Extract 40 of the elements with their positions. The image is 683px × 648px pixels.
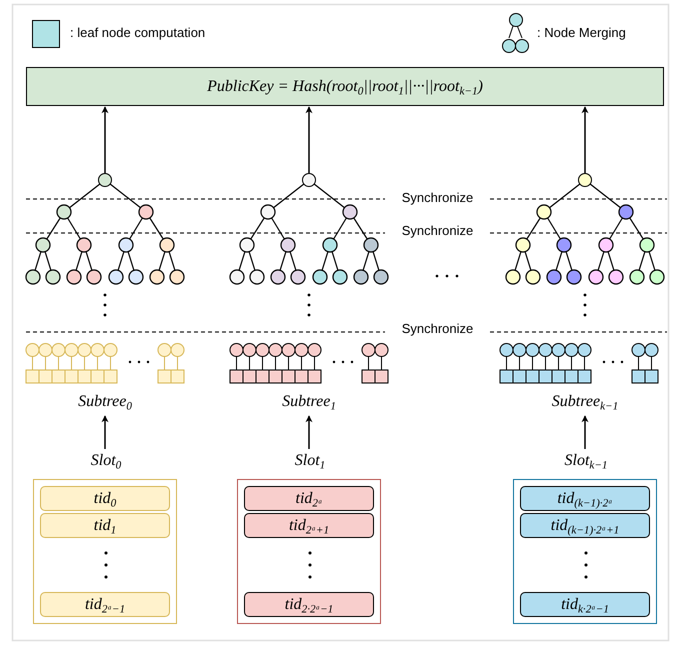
tid-text: tid$_{k·2ᵃ−1}$ (561, 596, 609, 614)
slot-heading: Slot$_{k−1}$ (564, 452, 608, 470)
arrow (306, 415, 312, 449)
slot-heading: Slot$_{0}$ (90, 452, 122, 470)
tid-entry (40, 592, 170, 617)
tid-entry (244, 486, 374, 511)
slot-heading: Slot$_{1}$ (294, 452, 326, 470)
tid-text: tid$_{2ᵃ−1}$ (84, 596, 126, 614)
sync-label: Synchronize (400, 223, 474, 238)
tid-text: tid$_{2·2ᵃ−1}$ (284, 596, 334, 614)
tid-entry (40, 513, 170, 538)
arrow (582, 415, 588, 449)
subtree-label: Subtree$_{0}$ (35, 393, 175, 415)
arrow (102, 415, 108, 449)
sync-label: Synchronize (400, 190, 474, 205)
subtree-label: Subtree$_{k−1}$ (515, 393, 655, 415)
subtree-label: Subtree$_{1}$ (239, 393, 379, 415)
sync-label: Synchronize (400, 321, 474, 336)
tree-root-node (98, 173, 112, 187)
tid-entry (520, 486, 650, 511)
tid-text: tid$_{1}$ (94, 516, 116, 534)
tid-text: tid$_{(k−1)·2ᵃ+1}$ (550, 516, 620, 534)
legend-text: : leaf node computation (70, 25, 206, 40)
tree-root-node (578, 173, 592, 187)
tid-text: tid$_{2ᵃ+1}$ (288, 516, 330, 534)
legend-text: : Node Merging (537, 25, 626, 40)
arrow (306, 106, 312, 173)
tid-text: tid$_{2ᵃ}$ (296, 490, 322, 508)
formula-box (26, 67, 664, 106)
arrow (582, 106, 588, 173)
tid-text: tid$_{(k−1)·2ᵃ}$ (557, 490, 613, 508)
formula-text: PublicKey = Hash(root$_{0}$||root$_{1}$||···||root$_{k−1}$) (207, 78, 483, 96)
tid-entry (520, 592, 650, 617)
tid-entry (244, 592, 374, 617)
tree-root-node (302, 173, 316, 187)
tid-entry (244, 513, 374, 538)
tid-entry (520, 513, 650, 538)
arrow (102, 106, 108, 173)
tid-text: tid$_{0}$ (94, 490, 116, 508)
tid-entry (40, 486, 170, 511)
